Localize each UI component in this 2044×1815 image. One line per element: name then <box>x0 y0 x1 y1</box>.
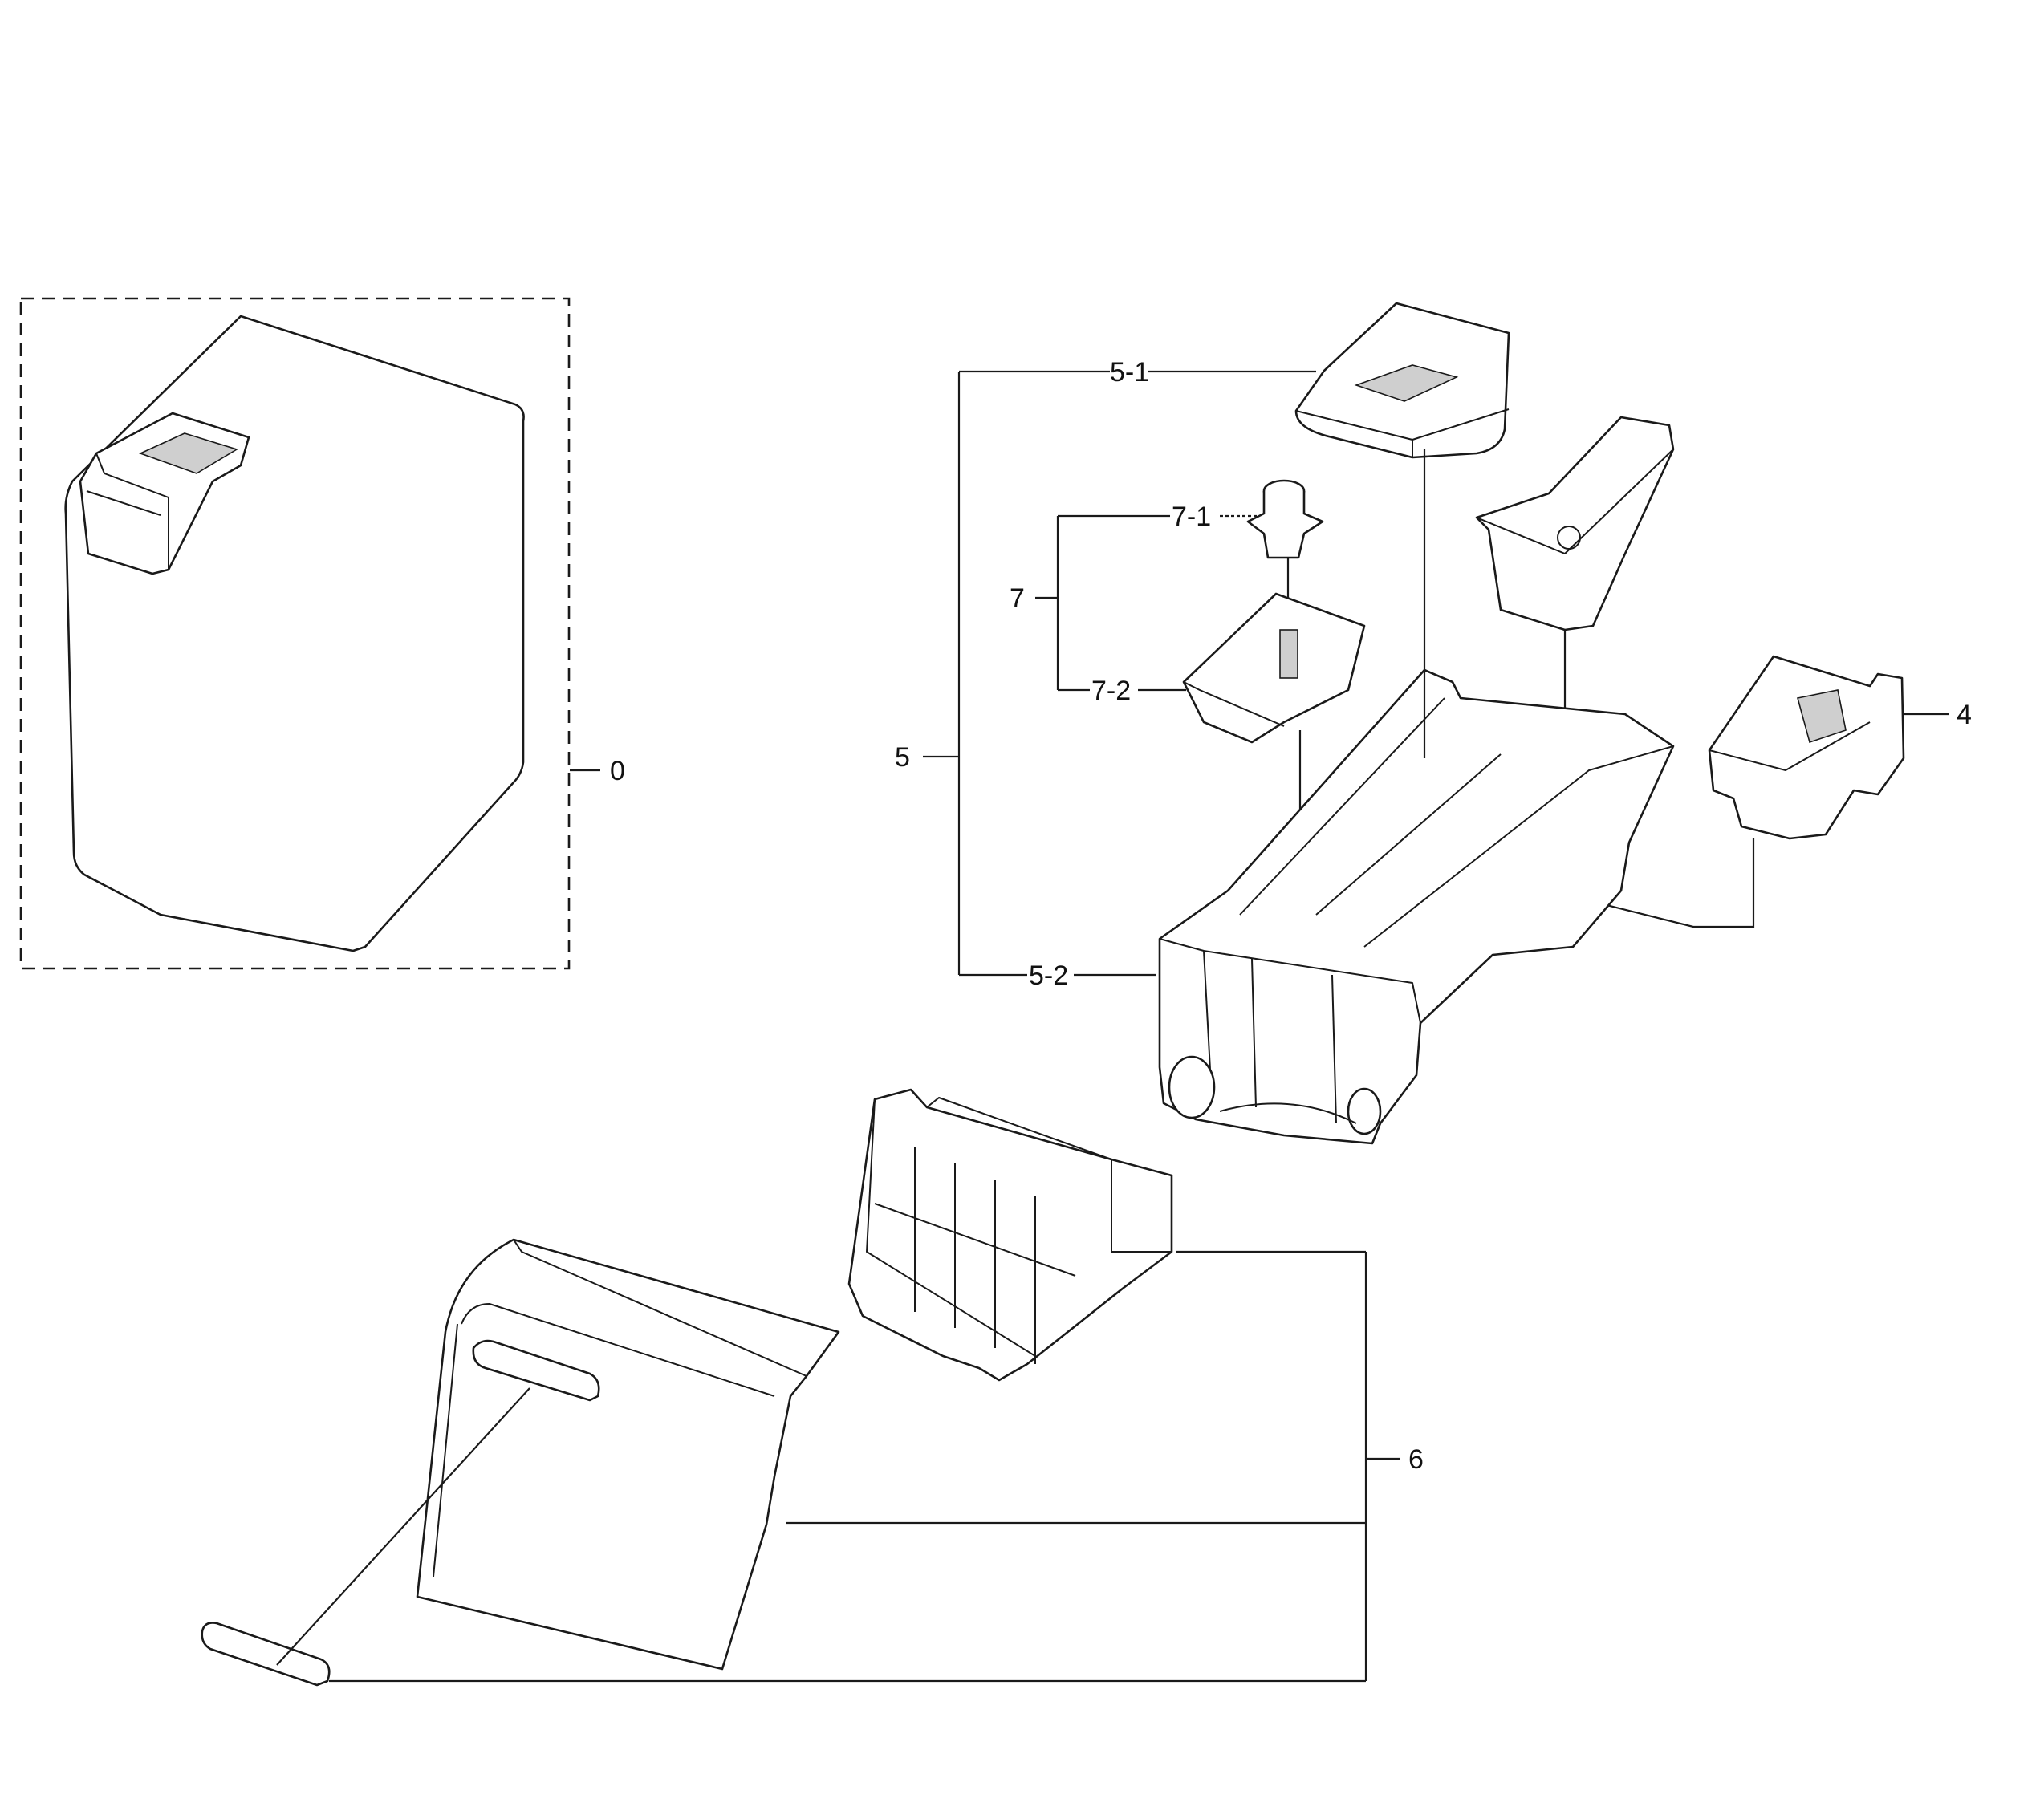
part-7-2-cup <box>1182 592 1366 867</box>
part-7-1-cap <box>1246 479 1324 618</box>
cup-4-inner <box>1797 689 1847 744</box>
drawer-frame-outline <box>847 1088 1173 1382</box>
drawer-frame-front-edge <box>866 1098 1036 1357</box>
label-7-2: 7-2 <box>1091 676 1131 706</box>
cup-7-2-body <box>1182 592 1366 744</box>
housing-inlet-right <box>1347 1087 1382 1135</box>
label-strip-assembly-line <box>276 1387 530 1666</box>
washer-drawer-front-edge <box>95 453 169 570</box>
housing-left-rail <box>1227 669 1425 891</box>
housing-front-divider-b <box>1251 958 1257 1108</box>
compartment-body <box>1475 416 1675 631</box>
drawer-front-panel-inner-edge <box>461 1303 775 1397</box>
part-5-2-housing <box>1158 449 1675 1145</box>
part-5-1-tray <box>1294 302 1510 459</box>
drawer-handle-slot <box>472 1339 600 1402</box>
housing-front-edge <box>1159 938 1421 1024</box>
bracket-5: 5 5-1 5-2 <box>895 357 1316 991</box>
housing-left-wall <box>1239 697 1445 916</box>
housing-base-curve <box>1219 1102 1357 1124</box>
label-5: 5 <box>895 742 910 773</box>
part-6-drawer-assembly: 6 <box>201 1088 1424 1687</box>
cap-7-1-body <box>1246 491 1324 559</box>
compartment-rim <box>1476 449 1674 554</box>
washer-drawer-compartment <box>138 432 238 474</box>
drawer-frame-side <box>1111 1159 1172 1253</box>
bracket-7: 7 7-1 7-2 <box>1010 501 1258 706</box>
housing-inlet-left <box>1168 1055 1216 1119</box>
label-6: 6 <box>1408 1444 1424 1475</box>
compartment-hole <box>1557 526 1581 550</box>
drawer-grid-row <box>874 1203 1076 1277</box>
drawer-frame-top-rail <box>926 1097 1112 1160</box>
housing-front-divider-c <box>1331 974 1337 1124</box>
assembly-0-washer-body: 0 <box>19 297 625 970</box>
washer-drawer-handle <box>86 490 161 516</box>
drawer-front-panel <box>416 1238 840 1671</box>
drawer-front-panel-top <box>513 1239 807 1377</box>
label-7: 7 <box>1010 583 1025 614</box>
cup-7-2-rim <box>1183 681 1285 727</box>
label-4: 4 <box>1957 700 1972 730</box>
tray-5-1-inner <box>1354 364 1459 402</box>
drawer-front-panel-left-inner <box>433 1323 458 1577</box>
assembly-0-dashed-frame <box>19 297 571 970</box>
cup-4-rim <box>1709 721 1871 771</box>
washer-cabinet <box>64 315 525 952</box>
label-0: 0 <box>610 756 625 786</box>
cup-7-2-siphon <box>1279 629 1298 679</box>
drawer-label-strip <box>201 1622 331 1687</box>
label-5-2: 5-2 <box>1029 960 1068 991</box>
label-5-1: 5-1 <box>1110 357 1149 388</box>
cup-4-body <box>1708 655 1905 840</box>
label-7-1: 7-1 <box>1172 501 1211 532</box>
housing-right-rail <box>1363 745 1674 948</box>
housing-center-wall <box>1315 753 1502 916</box>
